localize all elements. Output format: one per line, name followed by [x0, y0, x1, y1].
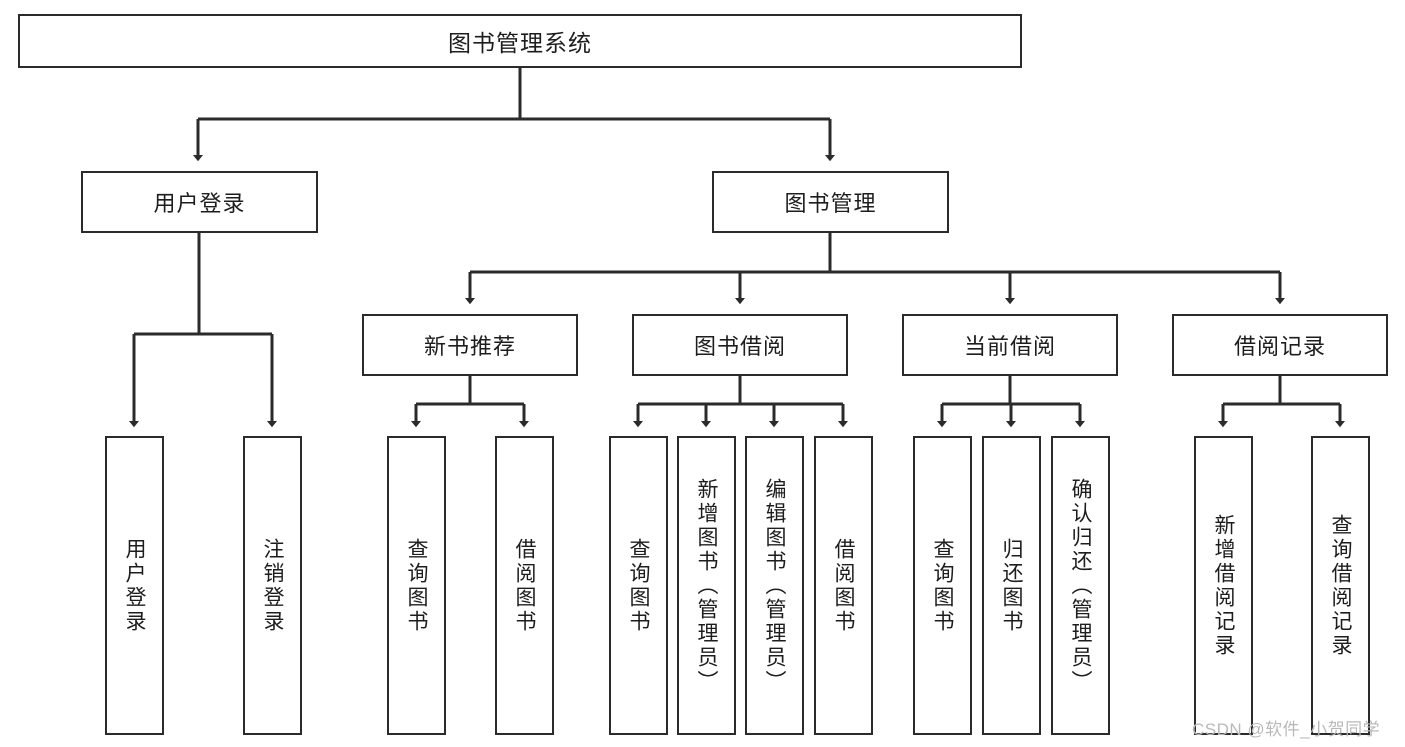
leaf-user-login-label: 用户登录 — [123, 537, 146, 634]
leaf-query-book-3-label: 查询图书 — [931, 537, 954, 634]
leaf-logout-login-label: 注销登录 — [261, 537, 284, 634]
leaf-borrow-book-2-label: 借阅图书 — [832, 537, 855, 634]
leaf-confirm-return-label: 确认归还（管理员） — [1069, 477, 1092, 694]
leaf-add-record[interactable]: 新增借阅记录 — [1194, 436, 1253, 735]
node-root[interactable]: 图书管理系统 — [18, 14, 1022, 68]
leaf-query-book-2-label: 查询图书 — [627, 537, 650, 634]
node-root-label: 图书管理系统 — [448, 30, 592, 56]
node-user-login-label: 用户登录 — [153, 191, 246, 216]
node-book-borrow-label: 图书借阅 — [693, 334, 786, 359]
leaf-query-book-1[interactable]: 查询图书 — [387, 436, 446, 735]
leaf-edit-book-label: 编辑图书（管理员） — [763, 477, 786, 694]
leaf-query-book-2[interactable]: 查询图书 — [609, 436, 668, 735]
node-current-borrow[interactable]: 当前借阅 — [902, 314, 1118, 376]
node-book-management[interactable]: 图书管理 — [712, 171, 949, 233]
node-book-management-label: 图书管理 — [784, 191, 877, 216]
csdn-watermark: CSDN @软件_小贺同学 — [1192, 720, 1381, 739]
leaf-user-login[interactable]: 用户登录 — [105, 436, 164, 735]
node-book-borrow[interactable]: 图书借阅 — [632, 314, 848, 376]
leaf-add-book-label: 新增图书（管理员） — [695, 477, 718, 694]
leaf-edit-book[interactable]: 编辑图书（管理员） — [745, 436, 804, 735]
leaf-confirm-return[interactable]: 确认归还（管理员） — [1051, 436, 1110, 735]
leaf-add-book[interactable]: 新增图书（管理员） — [677, 436, 736, 735]
leaf-query-record-label: 查询借阅记录 — [1329, 513, 1352, 658]
leaf-borrow-book-1-label: 借阅图书 — [513, 537, 536, 634]
leaf-query-book-3[interactable]: 查询图书 — [913, 436, 972, 735]
node-user-login[interactable]: 用户登录 — [81, 171, 318, 233]
node-borrow-record-label: 借阅记录 — [1233, 334, 1326, 359]
node-current-borrow-label: 当前借阅 — [963, 334, 1056, 359]
leaf-logout-login[interactable]: 注销登录 — [243, 436, 302, 735]
leaf-add-record-label: 新增借阅记录 — [1212, 513, 1235, 658]
leaf-borrow-book-2[interactable]: 借阅图书 — [814, 436, 873, 735]
leaf-query-record[interactable]: 查询借阅记录 — [1311, 436, 1370, 735]
leaf-return-book[interactable]: 归还图书 — [982, 436, 1041, 735]
leaf-query-book-1-label: 查询图书 — [405, 537, 428, 634]
leaf-return-book-label: 归还图书 — [1000, 537, 1023, 634]
node-new-book-recommend-label: 新书推荐 — [423, 334, 516, 359]
leaf-borrow-book-1[interactable]: 借阅图书 — [495, 436, 554, 735]
node-borrow-record[interactable]: 借阅记录 — [1172, 314, 1388, 376]
node-new-book-recommend[interactable]: 新书推荐 — [362, 314, 578, 376]
